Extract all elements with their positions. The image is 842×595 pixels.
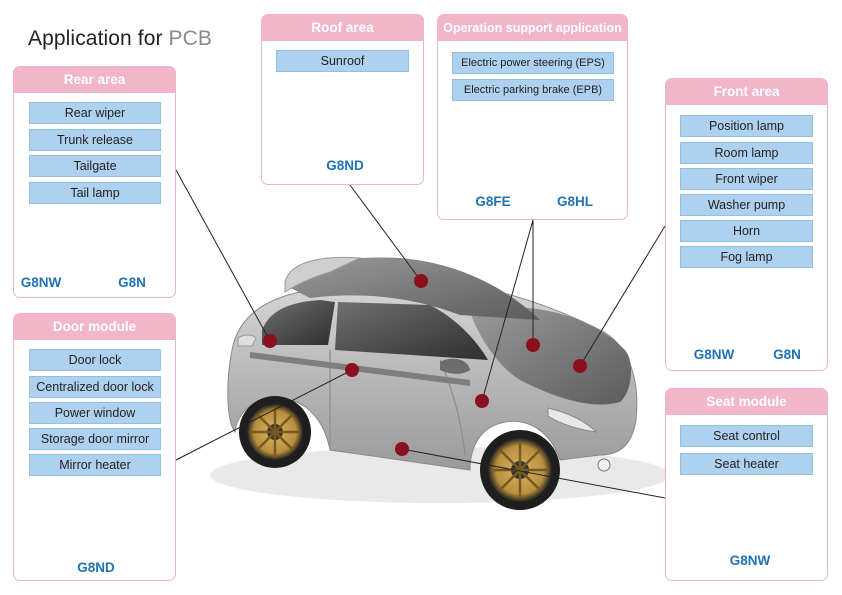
car-roof [285,257,540,320]
side-strip [250,352,470,386]
relay-label-g8nd-roof: G8ND [326,158,364,173]
connector-front [579,225,666,367]
fog-lamp [597,458,611,472]
relay-label-g8n: G8N [118,275,146,290]
panel-heading-roof: Roof area [262,15,423,41]
item-mirror-heater: Mirror heater [29,454,161,476]
item-room-lamp: Room lamp [680,142,813,164]
page-title: Application for PCB [28,27,212,51]
panel-heading-seat: Seat module [666,389,827,415]
side-window [335,302,488,360]
headlight [547,407,598,433]
item-tail-lamp: Tail lamp [29,182,161,204]
relay-label-g8nw-seat: G8NW [729,553,771,568]
panel-front-area: Front area Position lamp Room lamp Front… [665,78,828,371]
item-door-lock: Door lock [29,349,161,371]
relay-label-g8fe: G8FE [475,194,511,209]
panel-seat-module: Seat module Seat control Seat heater G8N… [665,388,828,581]
rear-window [262,300,335,345]
connector-door [175,369,353,461]
relay-label-g8hl: G8HL [556,194,593,209]
relay-label-g8nw-front: G8NW [693,347,735,362]
item-position-lamp: Position lamp [680,115,813,137]
item-trunk-release: Trunk release [29,129,161,151]
item-seat-heater: Seat heater [680,453,813,475]
item-horn: Horn [680,220,813,242]
item-power-window: Power window [29,402,161,424]
item-eps: Electric power steering (EPS) [452,52,614,74]
connector-operation-1 [481,219,534,402]
car-hood [470,307,632,405]
item-front-wiper: Front wiper [680,168,813,190]
marker-roof [414,274,428,288]
item-epb: Electric parking brake (EPB) [452,79,614,101]
marker-operation-2 [526,338,540,352]
panel-operation-support: Operation support application Electric p… [437,14,628,220]
item-rear-wiper: Rear wiper [29,102,161,124]
item-centralized-door-lock: Centralized door lock [29,376,161,398]
car-illustration [210,256,670,510]
item-washer-pump: Washer pump [680,194,813,216]
marker-door [345,363,359,377]
connector-lines [175,169,666,499]
item-fog-lamp: Fog lamp [680,246,813,268]
title-main: Application for [28,27,169,50]
car-spoiler [284,256,362,293]
item-sunroof: Sunroof [276,50,409,72]
markers [263,274,587,456]
panel-door-module: Door module Door lock Centralized door l… [13,313,176,581]
panel-heading-rear: Rear area [14,67,175,93]
marker-operation-1 [475,394,489,408]
relay-label-g8nd: G8ND [77,560,115,575]
tail-light [237,334,257,347]
item-seat-control: Seat control [680,425,813,447]
connector-rear [175,169,271,342]
panel-heading-front: Front area [666,79,827,105]
title-accent: PCB [168,27,212,50]
marker-seat [395,442,409,456]
connector-roof [349,184,422,282]
panel-heading-door: Door module [14,314,175,340]
item-tailgate: Tailgate [29,155,161,177]
relay-label-g8nw: G8NW [20,275,62,290]
panel-heading-operation: Operation support application [438,15,627,41]
panel-rear-area: Rear area Rear wiper Trunk release Tailg… [13,66,176,298]
panel-roof-area: Roof area Sunroof G8ND [261,14,424,185]
marker-front [573,359,587,373]
relay-label-g8n-front: G8N [773,347,801,362]
marker-rear [263,334,277,348]
connector-seat [401,448,666,499]
item-storage-door-mirror: Storage door mirror [29,428,161,450]
side-mirror [440,358,470,374]
